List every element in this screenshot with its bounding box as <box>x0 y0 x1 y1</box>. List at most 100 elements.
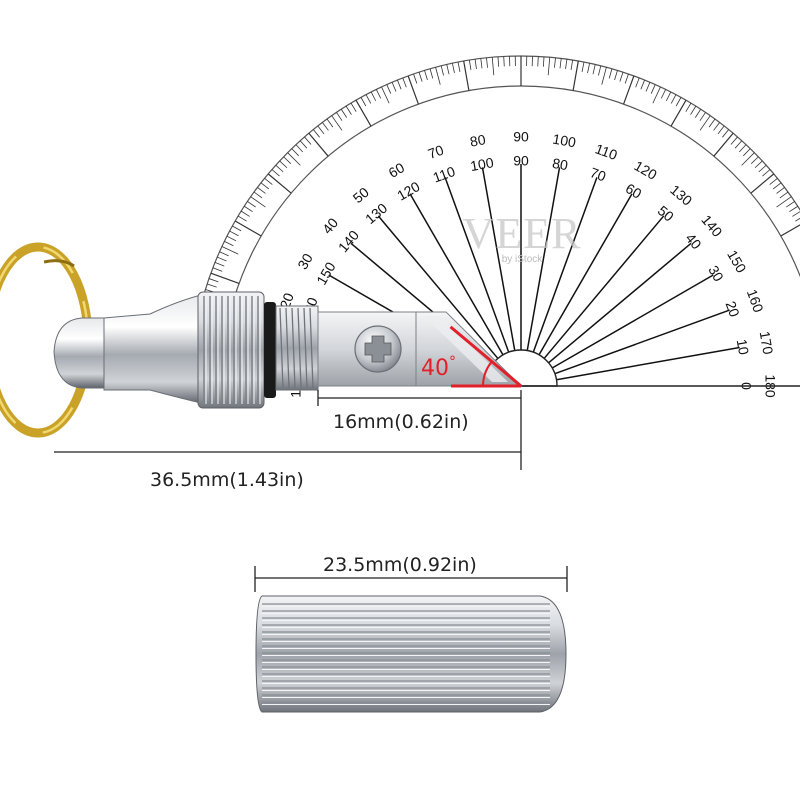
protractor-outer-label: 80 <box>469 131 487 149</box>
protractor-tick <box>210 272 240 284</box>
protractor-inner-label: 80 <box>551 155 569 173</box>
protractor-tick <box>429 68 434 79</box>
protractor-tick <box>224 240 234 247</box>
protractor-inner-label: 140 <box>335 227 362 255</box>
protractor-tick <box>336 112 343 121</box>
protractor-inner-label: 50 <box>655 202 677 224</box>
protractor-tick <box>240 210 250 217</box>
protractor-tick <box>275 164 284 173</box>
protractor-tick <box>717 125 725 135</box>
protractor-tick <box>214 262 225 267</box>
protractor-outer-label: 150 <box>724 247 750 275</box>
protractor-ray <box>526 167 561 351</box>
protractor-tick <box>623 75 635 105</box>
protractor-tick <box>750 156 759 164</box>
protractor-outer-label: 60 <box>386 159 408 181</box>
protractor-inner-label: 100 <box>469 154 495 174</box>
protractor-tick <box>407 75 419 105</box>
protractor-tick <box>331 115 343 131</box>
protractor-tick <box>645 82 651 92</box>
protractor-tick <box>699 115 711 131</box>
protractor-tick <box>317 125 325 135</box>
protractor-tick <box>446 64 450 75</box>
protractor-tick <box>675 97 682 107</box>
protractor-tick <box>652 86 661 104</box>
protractor-tick <box>581 61 585 72</box>
cap-length-label: 23.5mm(0.92in) <box>323 554 477 576</box>
protractor-tick <box>287 152 301 166</box>
protractor-outer-label: 100 <box>551 131 577 151</box>
protractor-tick <box>402 77 407 88</box>
protractor-tick <box>713 122 720 131</box>
protractor-tick <box>776 196 792 208</box>
protractor-tick <box>229 230 239 237</box>
protractor-tick <box>730 136 738 145</box>
protractor-tick <box>340 109 348 118</box>
protractor-outer-label: 110 <box>593 140 620 163</box>
protractor-tick <box>295 144 304 153</box>
protractor-tick <box>694 109 702 118</box>
protractor-tick <box>650 84 656 94</box>
protractor-tick <box>350 102 357 112</box>
protractor-tick <box>304 136 312 145</box>
cap-ridges <box>262 603 550 705</box>
protractor-inner-label: 130 <box>362 200 390 227</box>
protractor-outer-label: 40 <box>319 214 341 236</box>
protractor-tick <box>253 191 263 199</box>
protractor-tick <box>413 73 418 84</box>
protractor-tick <box>769 178 778 185</box>
protractor-ray <box>556 346 740 381</box>
protractor-tick <box>537 56 539 67</box>
protractor-tick <box>217 256 227 262</box>
protractor-tick <box>440 65 444 76</box>
protractor-tick <box>592 64 596 75</box>
protractor-tick <box>480 58 483 69</box>
protractor-tick <box>772 182 782 190</box>
protractor-tick <box>375 89 382 99</box>
protractor-tick <box>670 99 687 127</box>
protractor-ray <box>444 177 510 353</box>
protractor-tick <box>322 122 329 131</box>
protractor-tick <box>690 105 697 115</box>
protractor-tick <box>212 267 223 272</box>
protractor-tick <box>326 118 334 128</box>
protractor-tick <box>587 63 591 74</box>
protractor-tick <box>685 102 692 112</box>
protractor-tick <box>503 56 505 67</box>
protractor-tick <box>699 112 706 121</box>
watermark-brand: VEER <box>463 209 582 258</box>
protractor-ray <box>538 193 633 356</box>
protractor-ray <box>409 193 504 356</box>
protractor-tick <box>614 70 618 81</box>
protractor-ray <box>377 215 499 359</box>
protractor-tick <box>247 201 256 208</box>
blade-length-label: 16mm(0.62in) <box>333 411 469 433</box>
protractor-tick <box>670 94 677 104</box>
knurled-collar-ridges <box>203 296 261 404</box>
protractor-tick <box>219 251 229 257</box>
protractor-ray <box>551 274 714 369</box>
protractor-tick <box>640 79 645 90</box>
protractor-outer-label: 90 <box>513 129 529 145</box>
protractor-tick <box>257 187 266 194</box>
protractor-tick <box>789 205 798 213</box>
protractor-tick <box>792 211 800 217</box>
protractor-tick <box>750 173 775 194</box>
utility-knife-body <box>53 291 523 409</box>
protractor-tick <box>619 72 624 82</box>
protractor-tick <box>635 77 640 88</box>
protractor-tick <box>360 97 367 107</box>
protractor-inner-label: 110 <box>431 163 458 186</box>
protractor-tick <box>313 129 320 138</box>
protractor-tick <box>572 60 579 91</box>
protractor-tick <box>308 132 329 157</box>
protractor-tick <box>237 215 247 222</box>
protractor-tick <box>743 148 751 157</box>
protractor-tick <box>207 283 217 288</box>
protractor-tick <box>226 235 237 242</box>
protractor-tick <box>786 201 795 208</box>
protractor-tick <box>279 160 288 169</box>
protractor-outer-label: 30 <box>294 250 316 272</box>
protractor-tick <box>762 169 771 177</box>
